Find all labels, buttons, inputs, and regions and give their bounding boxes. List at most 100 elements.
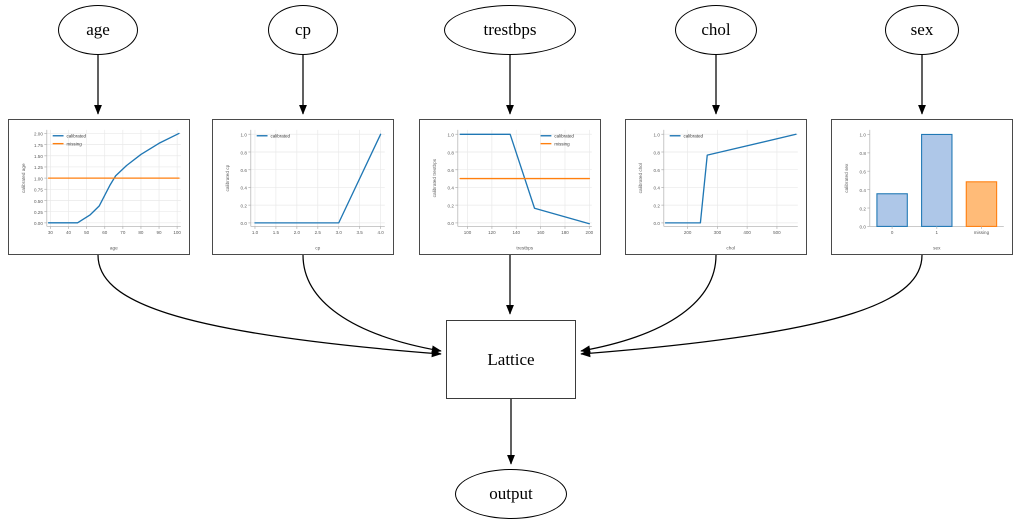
svg-text:1.0: 1.0 <box>654 133 661 138</box>
svg-text:70: 70 <box>120 230 126 235</box>
node-sex[interactable]: sex <box>885 5 959 55</box>
svg-text:1.00: 1.00 <box>34 176 43 181</box>
svg-text:0.2: 0.2 <box>448 203 455 208</box>
svg-text:180: 180 <box>561 230 569 235</box>
svg-text:0.2: 0.2 <box>654 203 661 208</box>
svg-text:age: age <box>110 247 118 252</box>
node-chol[interactable]: chol <box>675 5 757 55</box>
svg-text:trestbps: trestbps <box>516 246 533 252</box>
edge-cpchart-to-lattice <box>302 254 442 354</box>
svg-text:500: 500 <box>773 230 781 235</box>
svg-text:missing: missing <box>974 230 990 235</box>
svg-text:0.6: 0.6 <box>241 168 248 173</box>
svg-text:1.50: 1.50 <box>34 154 43 159</box>
svg-text:3.0: 3.0 <box>336 230 343 235</box>
svg-text:0.8: 0.8 <box>654 150 661 155</box>
svg-text:0.8: 0.8 <box>241 150 248 155</box>
edge-cholchart-to-lattice <box>580 254 717 354</box>
svg-text:calibrated cp: calibrated cp <box>225 164 231 191</box>
node-sex-label: sex <box>910 20 934 39</box>
svg-text:chol: chol <box>726 246 735 252</box>
svg-text:calibrated: calibrated <box>66 134 86 139</box>
svg-text:1.0: 1.0 <box>860 133 867 138</box>
svg-text:0.75: 0.75 <box>34 188 43 193</box>
node-trestbps[interactable]: trestbps <box>444 5 576 55</box>
svg-text:0.2: 0.2 <box>860 206 867 211</box>
svg-text:1: 1 <box>936 230 939 235</box>
node-cp-label: cp <box>294 20 312 39</box>
svg-text:0.6: 0.6 <box>448 168 455 173</box>
svg-text:0.6: 0.6 <box>654 168 661 173</box>
node-output-label: output <box>489 484 533 503</box>
svg-text:100: 100 <box>173 230 181 235</box>
svg-text:0.00: 0.00 <box>34 221 43 226</box>
node-output[interactable]: output <box>455 469 567 519</box>
svg-text:0.0: 0.0 <box>241 221 248 226</box>
svg-text:sex: sex <box>933 247 941 252</box>
svg-text:0.0: 0.0 <box>860 225 867 230</box>
svg-text:90: 90 <box>157 230 163 235</box>
svg-text:0.6: 0.6 <box>860 170 867 175</box>
svg-text:calibrated: calibrated <box>683 134 703 139</box>
svg-text:200: 200 <box>684 230 692 235</box>
svg-text:300: 300 <box>714 230 722 235</box>
svg-text:2.5: 2.5 <box>315 230 322 235</box>
plot-card-sex[interactable]: 0.0 0.2 0.4 0.6 0.8 1.0 0 1 missing sex calibrated… <box>831 119 1013 255</box>
svg-text:0.4: 0.4 <box>241 186 248 191</box>
edge-agechart-to-lattice <box>97 254 442 358</box>
svg-text:4.0: 4.0 <box>377 230 384 235</box>
node-lattice[interactable]: Lattice <box>446 320 576 399</box>
svg-text:0.0: 0.0 <box>654 221 661 226</box>
svg-text:1.0: 1.0 <box>241 133 248 138</box>
node-cp[interactable]: cp <box>268 5 338 55</box>
svg-text:1.5: 1.5 <box>273 230 280 235</box>
svg-text:60: 60 <box>102 230 108 235</box>
svg-text:1.75: 1.75 <box>34 143 43 148</box>
svg-text:missing: missing <box>66 142 82 147</box>
node-chol-label: chol <box>701 20 731 39</box>
node-age[interactable]: age <box>58 5 138 55</box>
node-lattice-label: Lattice <box>487 349 535 369</box>
svg-text:120: 120 <box>488 230 496 235</box>
svg-text:0: 0 <box>891 230 894 235</box>
svg-text:0.50: 0.50 <box>34 199 43 204</box>
svg-text:cp: cp <box>315 247 320 252</box>
svg-text:400: 400 <box>743 230 751 235</box>
svg-text:1.0: 1.0 <box>252 230 259 235</box>
node-trestbps-label: trestbps <box>483 20 537 39</box>
svg-text:calibrated: calibrated <box>270 134 290 139</box>
svg-text:3.5: 3.5 <box>357 230 364 235</box>
svg-text:80: 80 <box>138 230 144 235</box>
svg-text:0.8: 0.8 <box>860 151 867 156</box>
svg-text:2.0: 2.0 <box>294 230 301 235</box>
svg-text:160: 160 <box>537 230 545 235</box>
svg-text:100: 100 <box>464 230 472 235</box>
svg-text:calibrated sex: calibrated sex <box>844 163 850 193</box>
svg-text:40: 40 <box>66 230 72 235</box>
svg-text:0.4: 0.4 <box>860 188 867 193</box>
svg-text:0.8: 0.8 <box>448 150 455 155</box>
svg-text:calibrated: calibrated <box>554 134 574 139</box>
edge-sexchart-to-lattice <box>580 254 923 358</box>
svg-text:0.0: 0.0 <box>448 221 455 226</box>
svg-text:1.0: 1.0 <box>448 133 455 138</box>
plot-sex: 0.0 0.2 0.4 0.6 0.8 1.0 0 1 missing sex calibrated… <box>844 129 1004 252</box>
svg-text:50: 50 <box>84 230 90 235</box>
svg-text:0.4: 0.4 <box>448 186 455 191</box>
svg-text:calibrated trestbps: calibrated trestbps <box>432 158 438 197</box>
svg-text:2.00: 2.00 <box>34 132 43 137</box>
svg-text:200: 200 <box>586 230 594 235</box>
svg-text:calibrated chol: calibrated chol <box>638 163 644 193</box>
svg-text:30: 30 <box>48 230 54 235</box>
node-age-label: age <box>86 20 110 39</box>
